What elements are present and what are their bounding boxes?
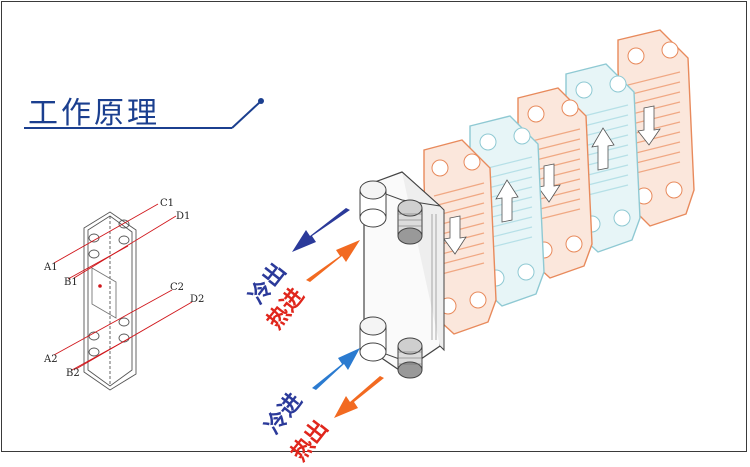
page-title: 工作原理 bbox=[28, 96, 160, 131]
label-c2: C2 bbox=[170, 282, 185, 293]
port-upper-right bbox=[397, 199, 423, 245]
arrow-hot-in bbox=[306, 240, 360, 282]
port-lower-right bbox=[397, 337, 423, 379]
schematic-exchanger bbox=[83, 211, 137, 391]
diagram-canvas bbox=[24, 29, 695, 418]
title-underline bbox=[24, 98, 264, 129]
label-b1: B1 bbox=[64, 277, 78, 288]
label-a2: A2 bbox=[44, 354, 58, 365]
arrow-cold-in bbox=[312, 348, 360, 390]
label-c1: C1 bbox=[160, 198, 175, 209]
port-lower-left bbox=[359, 316, 387, 362]
schematic-leader-lines bbox=[53, 203, 193, 371]
port-upper-left bbox=[359, 180, 387, 228]
label-b2: B2 bbox=[66, 368, 80, 379]
label-d1: D1 bbox=[176, 211, 191, 222]
arrow-hot-out bbox=[334, 376, 384, 418]
plate-stack bbox=[359, 29, 695, 379]
label-d2: D2 bbox=[190, 294, 205, 305]
label-a1: A1 bbox=[44, 262, 58, 273]
image-frame bbox=[1, 1, 747, 452]
arrow-cold-out bbox=[292, 208, 350, 252]
